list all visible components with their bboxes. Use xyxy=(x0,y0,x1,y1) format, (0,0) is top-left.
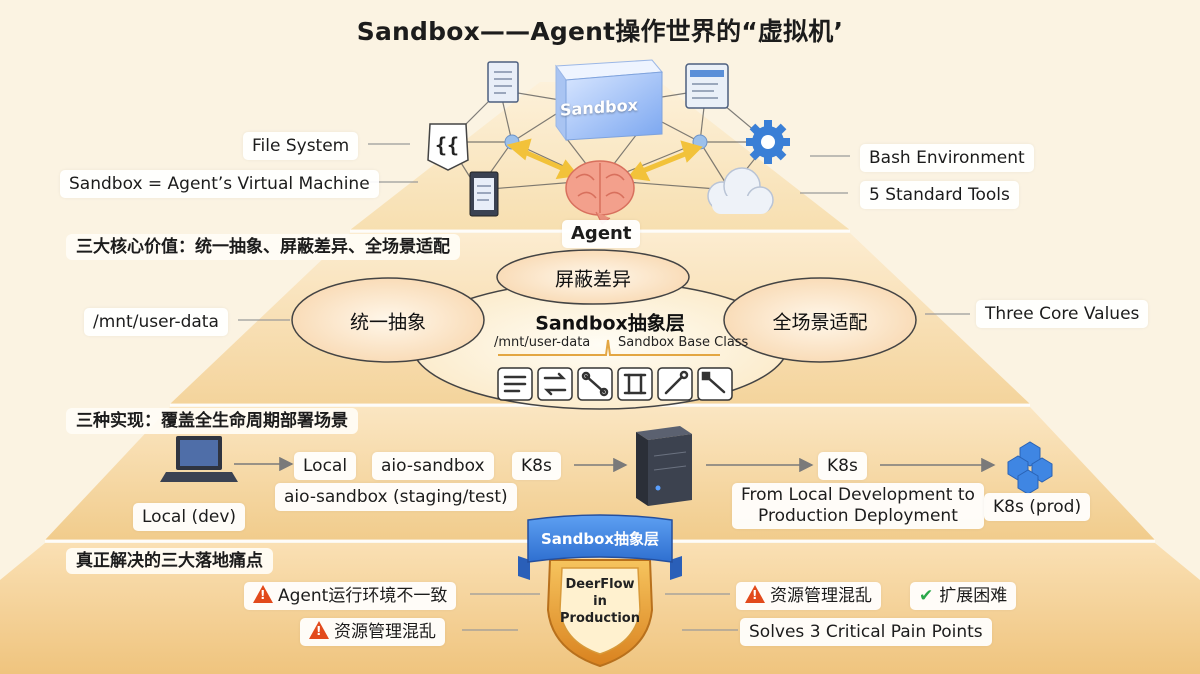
brain-icon xyxy=(565,160,635,225)
ribbon-banner xyxy=(518,514,682,580)
local-to-prod-line-1: From Local Development to xyxy=(741,485,975,505)
ribbon-label: Sandbox抽象层 xyxy=(541,530,660,548)
sandbox-cube-icon xyxy=(555,59,663,142)
local-dev-label: Local (dev) xyxy=(133,503,246,531)
pain-heading: 真正解决的三大落地痛点 xyxy=(66,548,273,574)
impl-heading: 三种实现：覆盖全生命周期部署场景 xyxy=(66,408,358,434)
warning-icon xyxy=(253,585,273,603)
shield-diff-text: 屏蔽差异 xyxy=(554,268,632,291)
oval-full-scene xyxy=(723,277,917,363)
agent-env-text: Agent运行环境不一致 xyxy=(278,586,448,606)
shield-icon xyxy=(546,559,654,668)
server-icon xyxy=(636,426,692,506)
base-class-label: Sandbox Base Class xyxy=(618,335,749,350)
laptop-icon xyxy=(160,436,238,482)
warning-icon xyxy=(745,585,765,603)
scale-hard-text: 扩展困难 xyxy=(939,586,1008,606)
code-bracket-icon: {{ xyxy=(427,123,469,171)
resource-right-label: 资源管理混乱 xyxy=(736,582,881,610)
full-scene-text: 全场景适配 xyxy=(772,311,868,334)
agent-env-label: Agent运行环境不一致 xyxy=(244,582,457,610)
local-to-prod-label: From Local Development to Production Dep… xyxy=(732,483,984,529)
layer-brace xyxy=(498,339,720,356)
mnt-small-label: /mnt/user-data xyxy=(494,335,591,350)
local-to-prod-line-2: Production Deployment xyxy=(758,506,958,526)
scale-hard-label: ✔扩展困难 xyxy=(910,582,1017,610)
oval-unify xyxy=(291,277,485,363)
solves-label: Solves 3 Critical Pain Points xyxy=(740,618,992,646)
clipboard-icon xyxy=(469,171,499,217)
warning-icon xyxy=(309,621,329,639)
local-label: Local xyxy=(294,452,357,480)
resource-right-text: 资源管理混乱 xyxy=(770,586,872,606)
bash-environment-label: Bash Environment xyxy=(860,144,1034,172)
aio-staging-label: aio-sandbox (staging/test) xyxy=(275,483,517,511)
resource-left-label: 资源管理混乱 xyxy=(300,618,445,646)
virtual-machine-label: Sandbox = Agent’s Virtual Machine xyxy=(60,170,379,198)
oval-shield-diff xyxy=(496,249,690,305)
double-arrow-right xyxy=(627,140,703,182)
check-icon: ✔ xyxy=(919,586,934,606)
agent-label: Agent xyxy=(562,220,641,248)
page-title: Sandbox——Agent操作世界的“虚拟机’ xyxy=(356,17,844,46)
k8s-prod-label: K8s (prod) xyxy=(984,493,1091,521)
standard-tools-label: 5 Standard Tools xyxy=(860,181,1019,209)
k8s-label-a: K8s xyxy=(512,452,561,480)
gear-icon xyxy=(746,120,790,164)
sandbox-layer-text: Sandbox抽象层 xyxy=(535,312,685,335)
double-arrow-left xyxy=(506,138,579,180)
cluster-icon xyxy=(1007,441,1053,495)
k8s-label-b: K8s xyxy=(818,452,867,480)
unify-text: 统一抽象 xyxy=(349,311,427,334)
monitor-icon xyxy=(685,63,729,109)
shield-text-line-2: in xyxy=(593,594,607,609)
cloud-icon xyxy=(707,167,774,214)
shield-text-line-1: DeerFlow xyxy=(565,577,635,592)
document-icon xyxy=(487,61,519,103)
core-values-label: Three Core Values xyxy=(976,300,1149,328)
aio-sandbox-label: aio-sandbox xyxy=(372,452,494,480)
resource-left-text: 资源管理混乱 xyxy=(334,622,436,642)
file-system-label: File System xyxy=(243,132,359,160)
svg-text:{{: {{ xyxy=(435,133,459,157)
shield-text: DeerFlow in Production xyxy=(560,576,640,627)
values-heading: 三大核心价值：统一抽象、屏蔽差异、全场景适配 xyxy=(66,234,460,260)
mnt-user-data-label: /mnt/user-data xyxy=(84,308,228,336)
shield-text-line-3: Production xyxy=(560,611,640,626)
